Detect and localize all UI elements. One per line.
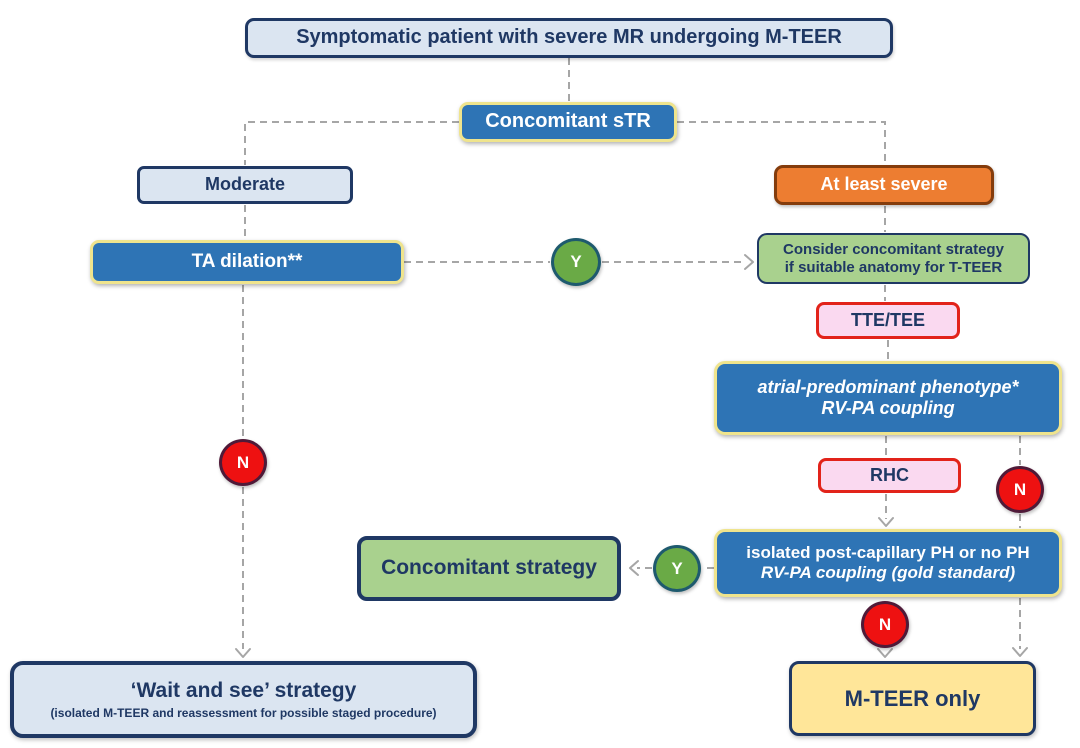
node-wait-and-see-subtitle: (isolated M-TEER and reassessment for po… [50, 705, 437, 720]
decision-yes-isolated-ph: Y [653, 545, 701, 592]
node-concomitant-strategy-label: Concomitant strategy [381, 556, 597, 580]
node-moderate-label: Moderate [204, 174, 285, 195]
node-at-least-severe: At least severe [774, 165, 994, 205]
node-consider-line1: Consider concomitant strategy [783, 240, 1004, 258]
node-wait-and-see: ‘Wait and see’ strategy (isolated M-TEER… [10, 661, 477, 738]
node-rhc: RHC [818, 458, 961, 493]
node-isolated-ph: isolated post-capillary PH or no PH RV-P… [714, 529, 1062, 597]
decision-yes-label: Y [671, 558, 683, 578]
node-atrial-line2: RV-PA coupling [821, 398, 955, 418]
node-ta-dilation: TA dilation** [90, 240, 404, 284]
node-atrial-phenotype: atrial-predominant phenotype* RV-PA coup… [714, 361, 1062, 435]
decision-no-label: N [878, 614, 892, 634]
decision-no-ta-dilation: N [219, 439, 267, 486]
node-wait-and-see-title: ‘Wait and see’ strategy [130, 679, 357, 703]
decision-no-label: N [236, 452, 250, 472]
node-tte-tee: TTE/TEE [816, 302, 960, 339]
node-atrial-line1: atrial-predominant phenotype* [757, 376, 1019, 397]
node-ta-dilation-label: TA dilation** [191, 250, 303, 272]
node-concomitant-str-label: Concomitant sTR [485, 110, 651, 133]
node-consider-concomitant: Consider concomitant strategy if suitabl… [757, 233, 1030, 284]
node-root-label: Symptomatic patient with severe MR under… [296, 26, 842, 49]
node-at-least-severe-label: At least severe [820, 174, 948, 195]
node-concomitant-strategy: Concomitant strategy [357, 536, 621, 601]
decision-yes-ta-dilation: Y [551, 238, 601, 286]
decision-no-isolated-ph: N [861, 601, 909, 648]
node-root-patient: Symptomatic patient with severe MR under… [245, 18, 893, 58]
node-consider-line2: if suitable anatomy for T-TEER [784, 258, 1003, 276]
node-rhc-label: RHC [870, 464, 909, 485]
decision-yes-label: Y [570, 252, 582, 271]
node-tte-tee-label: TTE/TEE [850, 309, 925, 330]
node-concomitant-str: Concomitant sTR [459, 102, 677, 142]
node-moderate: Moderate [137, 166, 353, 204]
node-isolated-line1: isolated post-capillary PH or no PH [746, 542, 1030, 562]
decision-no-atrial-phenotype: N [996, 466, 1044, 513]
node-m-teer-only: M-TEER only [789, 661, 1036, 736]
node-m-teer-only-label: M-TEER only [844, 685, 981, 711]
node-isolated-line2: RV-PA coupling (gold standard) [760, 563, 1016, 582]
decision-no-label: N [1013, 479, 1027, 499]
